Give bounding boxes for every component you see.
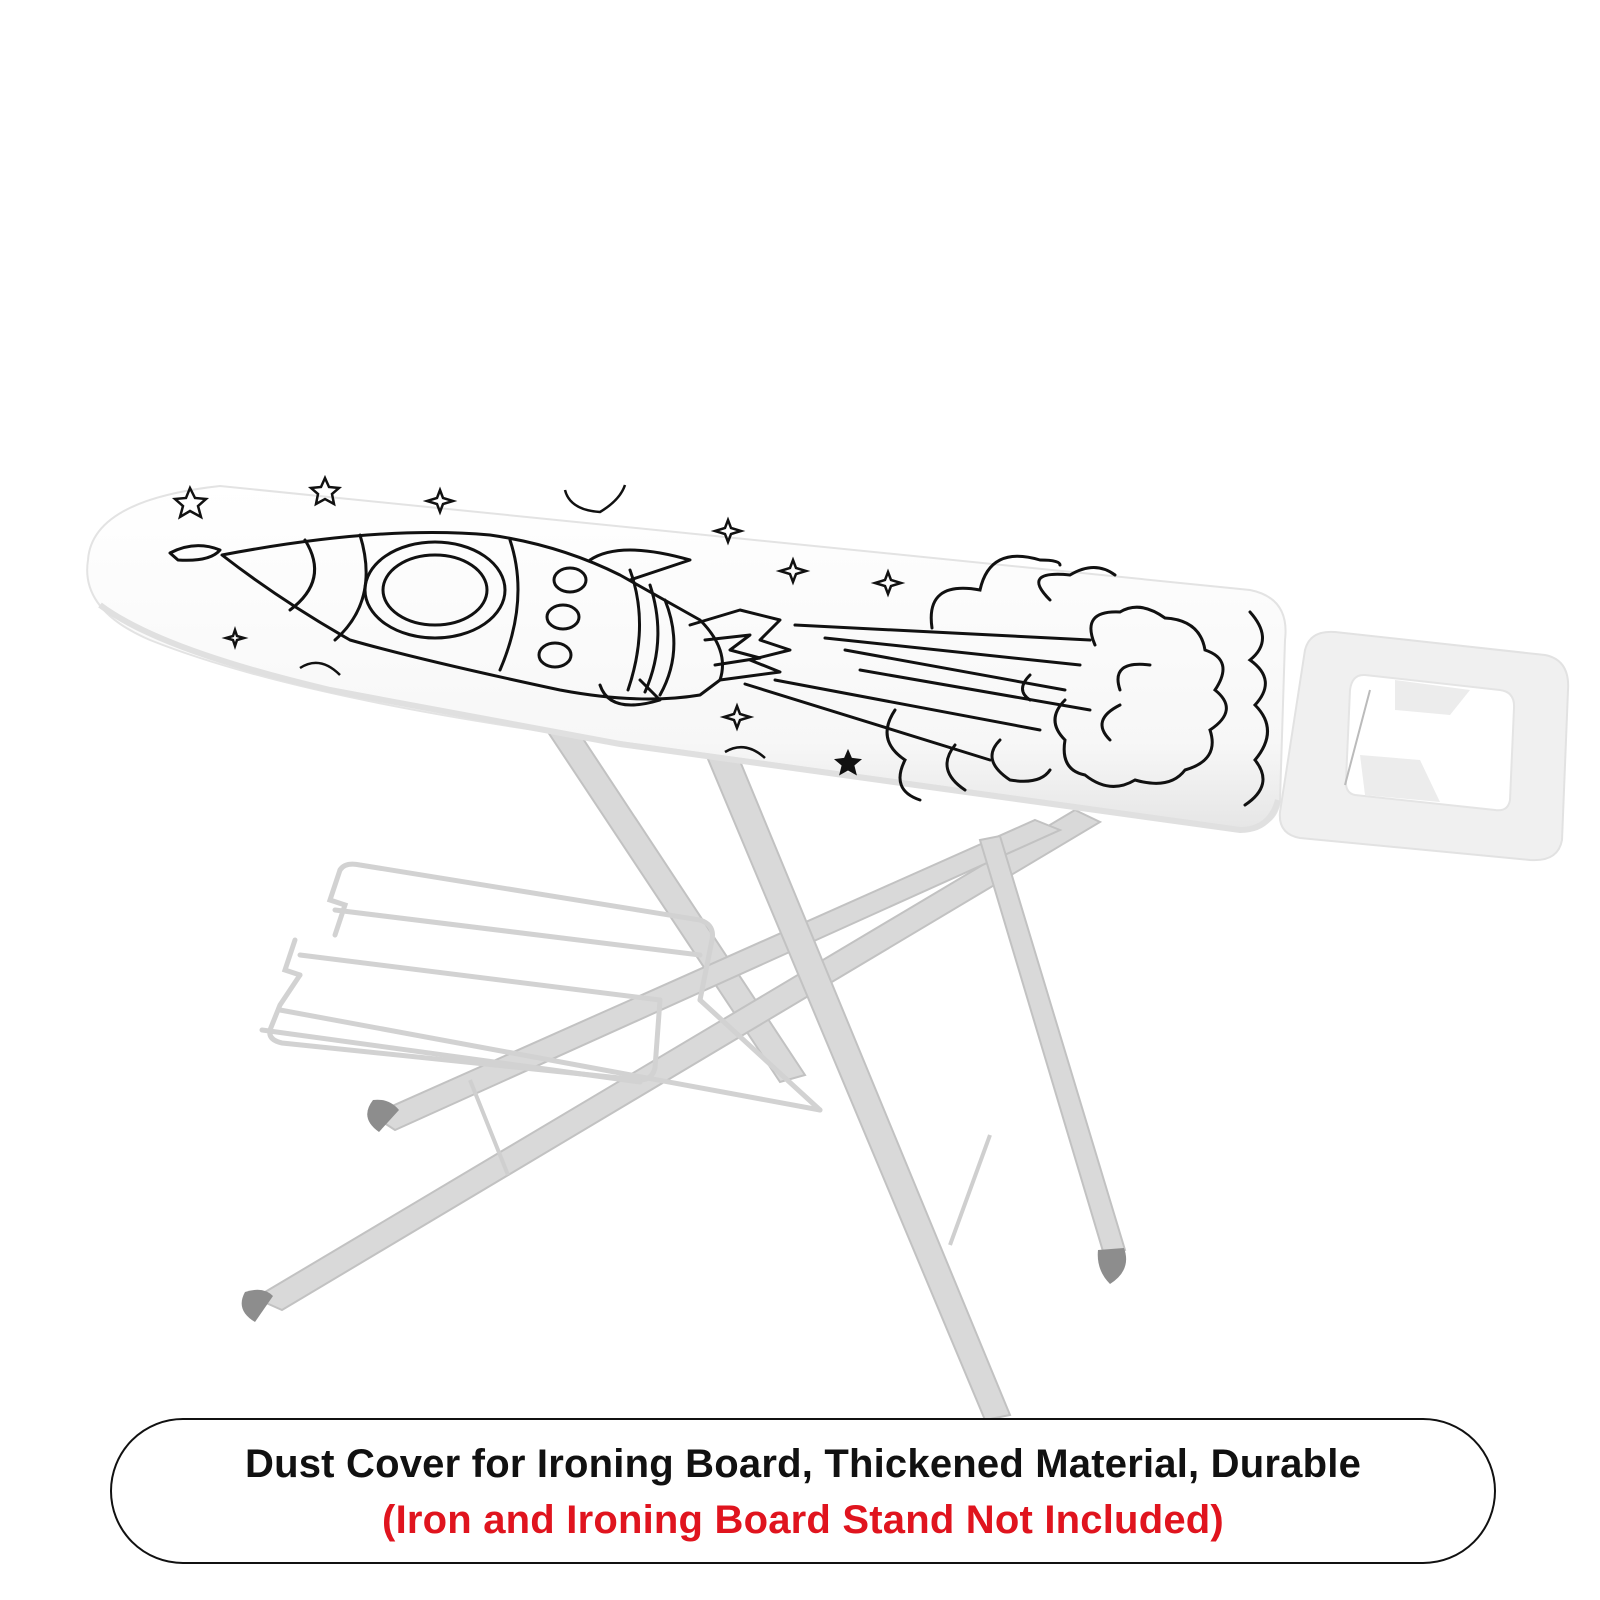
caption-title: Dust Cover for Ironing Board, Thickened … — [244, 1442, 1362, 1486]
sparkle-icon — [422, 486, 458, 516]
rocket-illustration — [168, 531, 792, 707]
caption-banner: Dust Cover for Ironing Board, Thickened … — [110, 1418, 1496, 1564]
foot-caps — [241, 1099, 1127, 1322]
star-icon — [833, 748, 863, 776]
star-icon — [171, 484, 210, 520]
star-icon — [307, 474, 343, 507]
sparkle-icon — [775, 556, 811, 586]
stand-frame — [252, 714, 1127, 1422]
leg-front-right — [698, 730, 1012, 1422]
exhaust-clouds-illustration — [743, 554, 1269, 807]
sparkle-icon — [710, 516, 746, 546]
leg-back-cross — [369, 818, 1063, 1132]
ironing-board-cover — [86, 484, 1287, 834]
sparkle-icon — [870, 568, 906, 598]
foot-cap — [241, 1289, 273, 1322]
wire-shelf — [259, 861, 823, 1113]
sparkle-icon — [221, 626, 249, 650]
foot-cap — [367, 1099, 399, 1132]
leg-right — [978, 834, 1127, 1260]
stars-illustration — [171, 474, 906, 776]
foot-cap — [1097, 1248, 1127, 1284]
caption-disclaimer: (Iron and Ironing Board Stand Not Includ… — [382, 1498, 1224, 1542]
iron-rest — [1278, 630, 1570, 862]
sparkle-icon — [719, 702, 755, 732]
leg-front-left — [252, 808, 1103, 1312]
